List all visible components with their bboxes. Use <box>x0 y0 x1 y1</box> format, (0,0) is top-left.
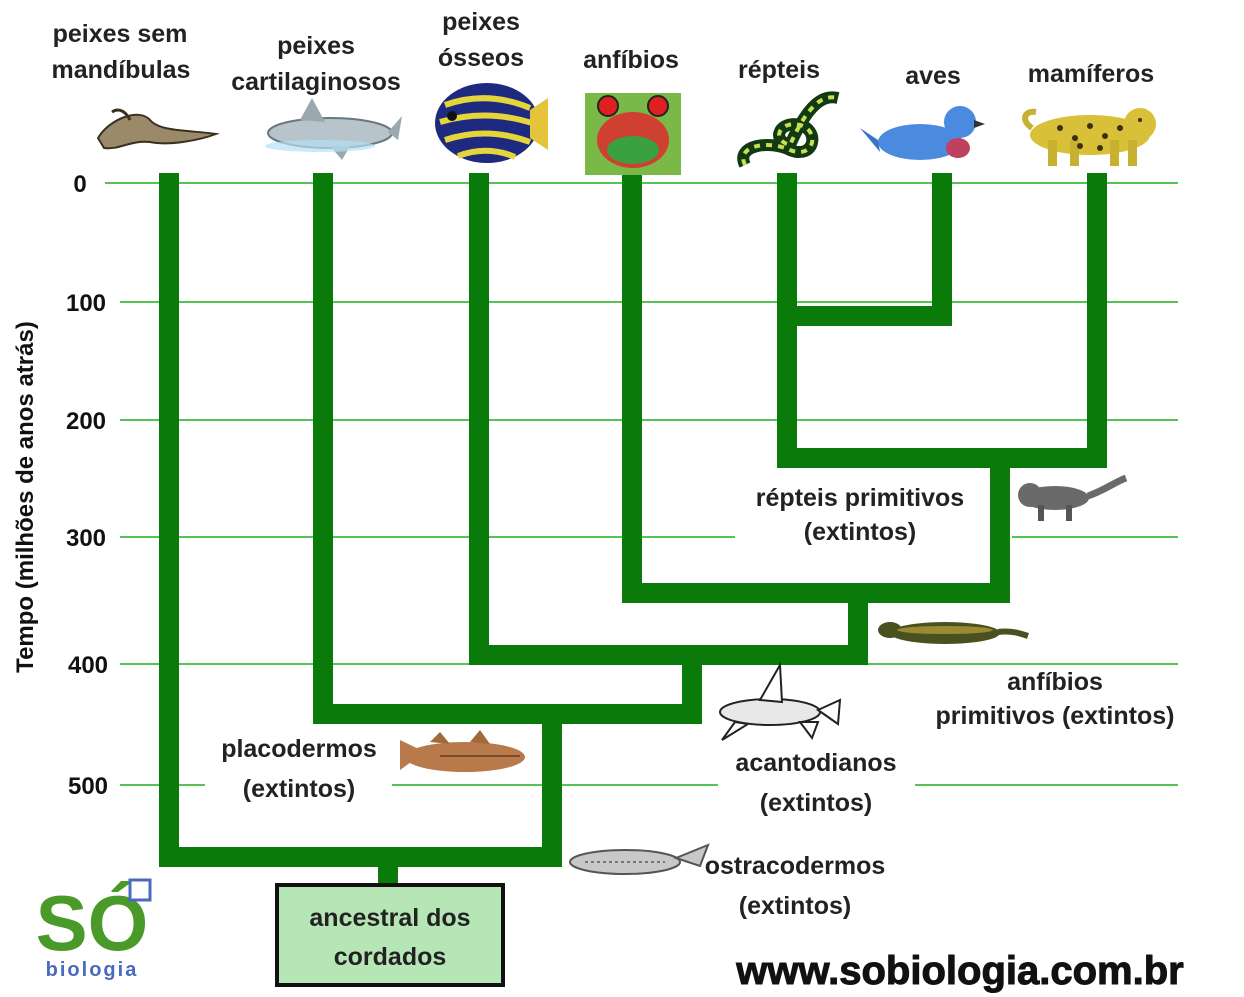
label-bony-2: ósseos <box>438 44 524 72</box>
ostracoderm-icon <box>570 845 708 874</box>
tick-400: 400 <box>68 652 108 679</box>
label-placoderms-2: (extintos) <box>243 775 356 803</box>
label-cartilaginous-2: cartilaginosos <box>231 68 401 96</box>
label-birds: aves <box>905 62 961 90</box>
label-jawless-2: mandíbulas <box>52 56 191 84</box>
tick-300: 300 <box>66 525 106 552</box>
label-ostracoderms-2: (extintos) <box>739 892 852 920</box>
label-acanthodians-2: (extintos) <box>760 789 873 817</box>
logo-word: biologia <box>46 959 139 981</box>
label-reptiles: répteis <box>738 56 820 84</box>
label-early-reptiles-1: répteis primitivos <box>756 484 964 512</box>
label-mammals: mamíferos <box>1028 60 1154 88</box>
label-amphibians: anfíbios <box>583 46 679 74</box>
early-amphibian-icon <box>878 622 1028 644</box>
root-ancestor: ancestral dos cordados <box>277 885 503 985</box>
time-axis: 0 100 200 300 400 500 Tempo (milhões de … <box>12 171 108 800</box>
group-labels: peixes sem mandíbulas peixes cartilagino… <box>52 8 1155 96</box>
tick-0: 0 <box>73 171 86 198</box>
tick-100: 100 <box>66 290 106 317</box>
label-jawless-1: peixes sem <box>53 20 188 48</box>
acanthodian-icon <box>720 665 840 740</box>
lamprey-icon <box>98 110 216 148</box>
tick-500: 500 <box>68 773 108 800</box>
label-early-amphibians-1: anfíbios <box>1007 668 1103 696</box>
tick-200: 200 <box>66 408 106 435</box>
axis-label: Tempo (milhões de anos atrás) <box>12 321 39 673</box>
label-acanthodians-1: acantodianos <box>735 749 896 777</box>
label-bony-1: peixes <box>442 8 520 36</box>
label-early-amphibians-2: primitivos (extintos) <box>936 702 1175 730</box>
root-label-line2: cordados <box>334 943 447 971</box>
website-url: www.sobiologia.com.br <box>735 949 1183 993</box>
early-reptile-icon <box>1018 478 1126 521</box>
bony-fish-icon <box>435 83 548 163</box>
bird-icon <box>860 106 985 160</box>
label-placoderms-1: placodermos <box>221 735 377 763</box>
frog-icon <box>585 93 681 175</box>
label-early-reptiles-2: (extintos) <box>804 518 917 546</box>
root-label-line1: ancestral dos <box>309 904 470 932</box>
logo-badge <box>130 880 150 900</box>
placoderm-icon <box>400 730 525 772</box>
jaguar-icon <box>1025 108 1156 166</box>
label-ostracoderms-1: ostracodermos <box>705 852 886 880</box>
shark-icon <box>265 98 402 160</box>
branch-reptiles-birds <box>787 183 942 316</box>
label-cartilaginous-1: peixes <box>277 32 355 60</box>
sobiologia-logo: SÓ biologia <box>36 879 150 981</box>
snake-icon <box>743 97 838 165</box>
